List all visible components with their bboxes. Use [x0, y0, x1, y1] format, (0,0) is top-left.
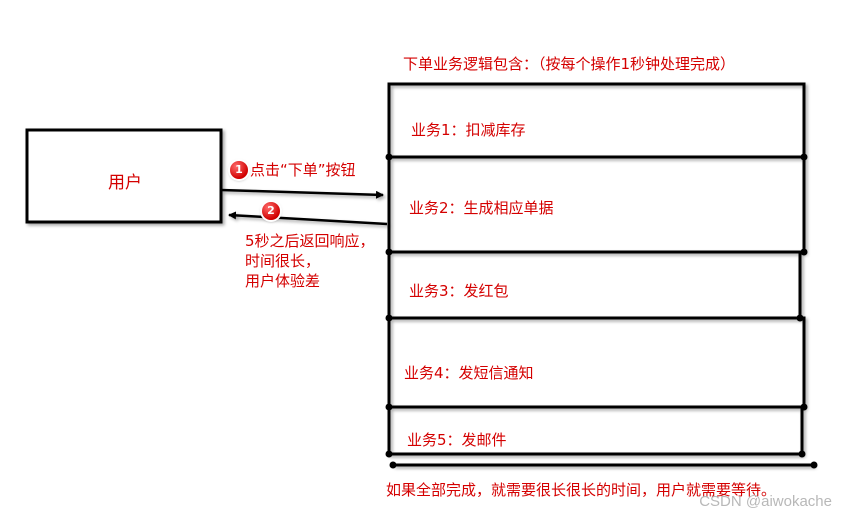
service-label-5: 业务5：发邮件 — [407, 431, 507, 449]
junction-dot — [796, 314, 804, 322]
watermark: CSDN @aiwokache — [699, 493, 832, 510]
service-label-2: 业务2：生成相应单据 — [409, 199, 554, 217]
junction-dot — [800, 403, 808, 411]
junction-dot — [798, 450, 806, 458]
step-2-line-2: 时间很长， — [245, 252, 321, 270]
step-2-badge: 2 — [262, 202, 280, 220]
service-label-3: 业务3：发红包 — [409, 282, 509, 300]
junction-dot — [385, 314, 393, 322]
step-2-line-3: 用户体验差 — [245, 272, 321, 290]
footer-note: 如果全部完成，就需要很长很长的时间，用户就需要等待。 — [386, 481, 777, 499]
junction-dot — [385, 403, 393, 411]
junction-dot — [810, 461, 818, 469]
junction-dot — [800, 153, 808, 161]
service-label-1: 业务1：扣减库存 — [411, 121, 526, 139]
junction-dot — [385, 153, 393, 161]
user-box — [25, 128, 223, 224]
junction-dot — [385, 450, 393, 458]
request-arrow — [220, 188, 384, 199]
user-label: 用户 — [108, 173, 142, 193]
step-1-badge: 1 — [230, 161, 248, 179]
junction-dot — [800, 248, 808, 256]
service-label-4: 业务4：发短信通知 — [404, 364, 534, 382]
step-2-line-1: 5秒之后返回响应， — [245, 232, 375, 250]
step-1-label: 点击“下单”按钮 — [250, 161, 356, 179]
response-arrow — [228, 211, 388, 226]
diagram-title: 下单业务逻辑包含：（按每个操作1秒钟处理完成） — [403, 55, 736, 73]
service-row-4 — [387, 316, 806, 409]
service-row-5 — [387, 405, 804, 456]
junction-dot — [389, 461, 397, 469]
junction-dot — [385, 248, 393, 256]
